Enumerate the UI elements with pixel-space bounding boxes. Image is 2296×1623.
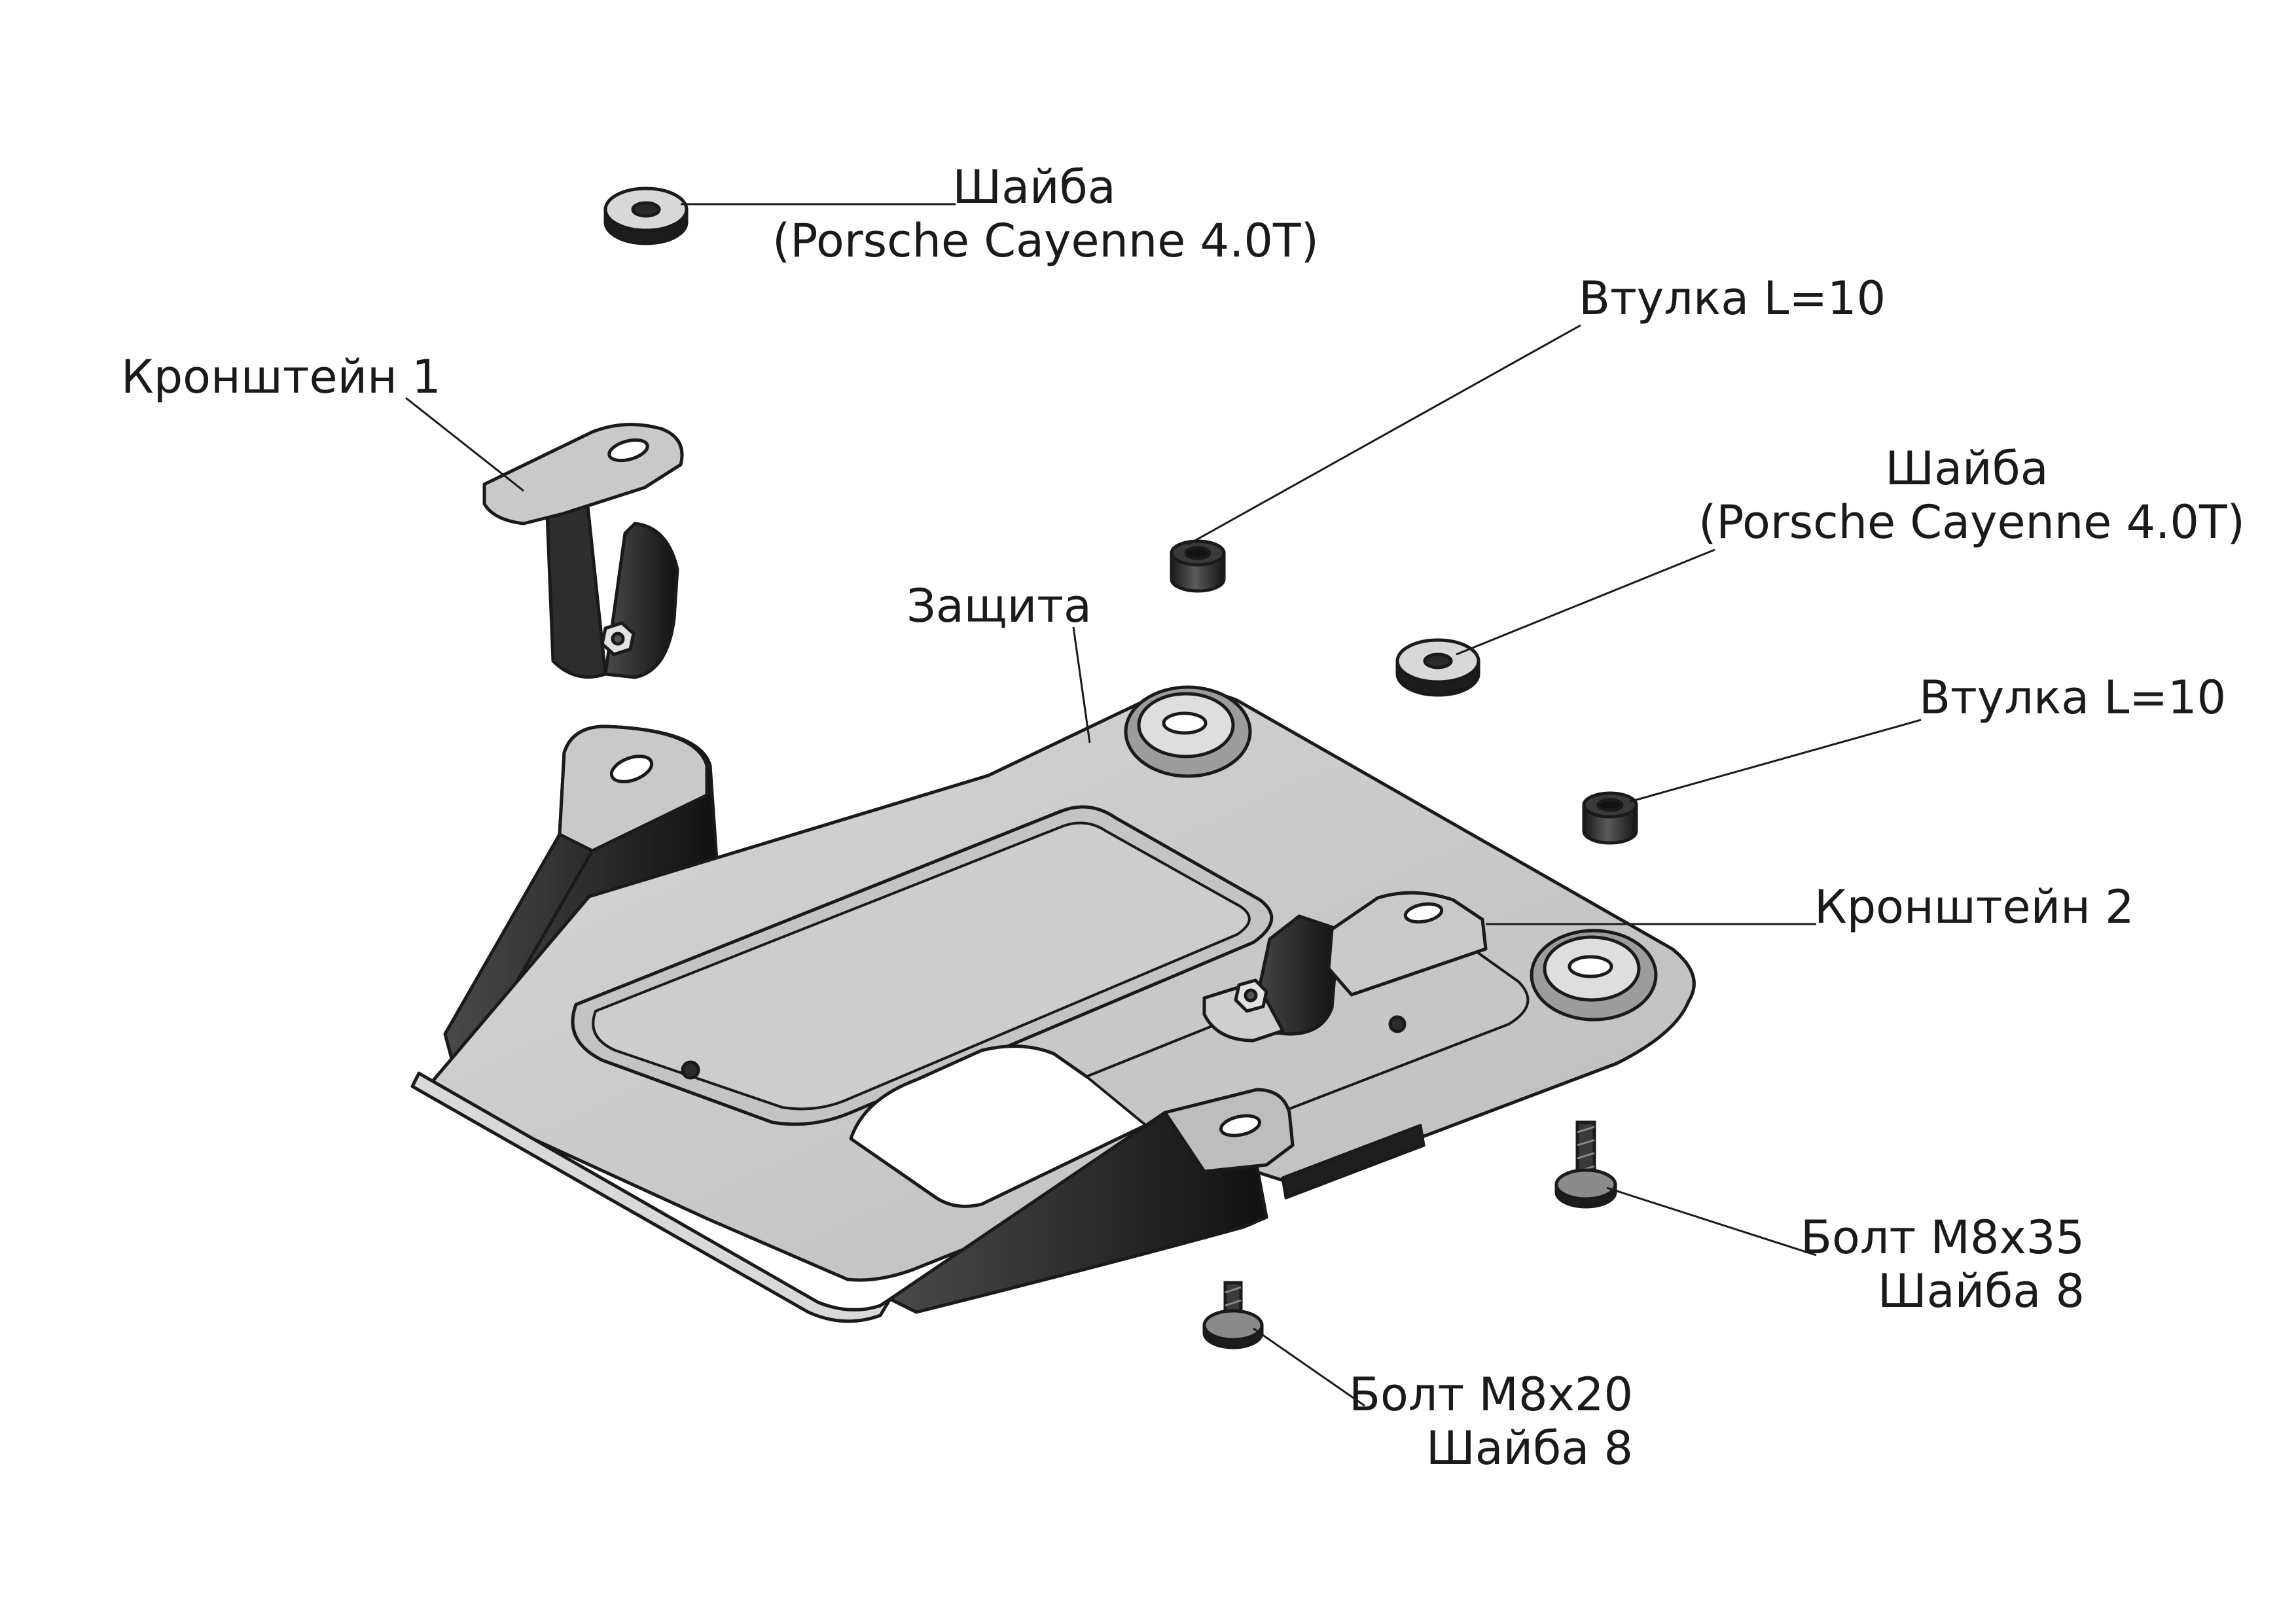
bracket2-vertical [1248, 914, 1340, 1036]
label-washer-top-line1: Шайба [952, 160, 1116, 214]
shield-left-wall-tab [558, 724, 709, 853]
label-washer-top: Шайба (Porsche Cayenne 4.0T) [772, 160, 1319, 268]
label-bolt-m8x35: Болт М8х35 Шайба 8 [1767, 1211, 2085, 1318]
leader-lines [405, 203, 1922, 1407]
label-bracket1: Кронштейн 1 [121, 350, 441, 404]
label-washer-right: Шайба (Porsche Cayenne 4.0T) [1698, 442, 2245, 549]
bushing-top-part [1170, 539, 1226, 593]
label-washer-right-line2: (Porsche Cayenne 4.0T) [1698, 495, 2245, 549]
leader-bolt-m8x35 [1606, 1186, 1817, 1257]
bracket1-slot [607, 438, 649, 463]
bracket1-top-tab [482, 423, 684, 526]
leader-shield [1072, 626, 1091, 743]
shield-recess-inner [592, 821, 1251, 1111]
washer-top-part [603, 187, 689, 245]
bracket2-top-tab [1327, 891, 1488, 997]
label-bolt-m8x20: Болт М8х20 Шайба 8 [1316, 1368, 1633, 1475]
shield-right-flange [888, 1111, 1268, 1314]
shield-boss-rear [1124, 685, 1252, 778]
shield-boss-right [1530, 929, 1658, 1022]
label-bracket2: Кронштейн 2 [1814, 880, 2134, 934]
bolt-m8x20-part [1202, 1281, 1264, 1349]
bushing-right-part [1582, 791, 1638, 845]
label-bolt-m8x35-line2: Шайба 8 [1877, 1264, 2085, 1318]
label-bolt-m8x35-line1: Болт М8х35 [1800, 1211, 2085, 1264]
shield-hole-left [681, 1060, 700, 1080]
bracket1-vertical [545, 486, 607, 679]
leader-bushing-top [1187, 324, 1581, 546]
shield-part [410, 685, 1696, 1323]
shield-hole-right [1388, 1015, 1407, 1033]
leader-bracket1 [405, 397, 524, 492]
label-washer-right-line1: Шайба [1885, 442, 2049, 495]
label-shield: Защита [906, 579, 1092, 633]
shield-cutout [849, 1044, 1160, 1208]
leader-bushing-right [1629, 719, 1922, 803]
shield-flange-slot [1219, 1114, 1261, 1137]
washer-right-part [1395, 638, 1480, 697]
bracket2-slot [1403, 902, 1444, 924]
shield-left-tab-slot [609, 755, 654, 783]
leader-washer-right [1456, 548, 1715, 656]
shield-front-lip [410, 1071, 892, 1323]
bolt-m8x35-part [1554, 1120, 1617, 1209]
label-bushing-right: Втулка L=10 [1919, 671, 2227, 724]
label-bushing-top: Втулка L=10 [1579, 272, 1886, 325]
bracket2-part [1202, 891, 1488, 1043]
leader-bolt-m8x20 [1253, 1327, 1365, 1407]
label-bolt-m8x20-line2: Шайба 8 [1426, 1421, 1633, 1475]
label-bolt-m8x20-line1: Болт М8х20 [1348, 1368, 1633, 1421]
label-washer-top-line2: (Porsche Cayenne 4.0T) [772, 214, 1319, 268]
bracket1-part [482, 423, 684, 679]
shield-rear-flange [1281, 1124, 1426, 1200]
